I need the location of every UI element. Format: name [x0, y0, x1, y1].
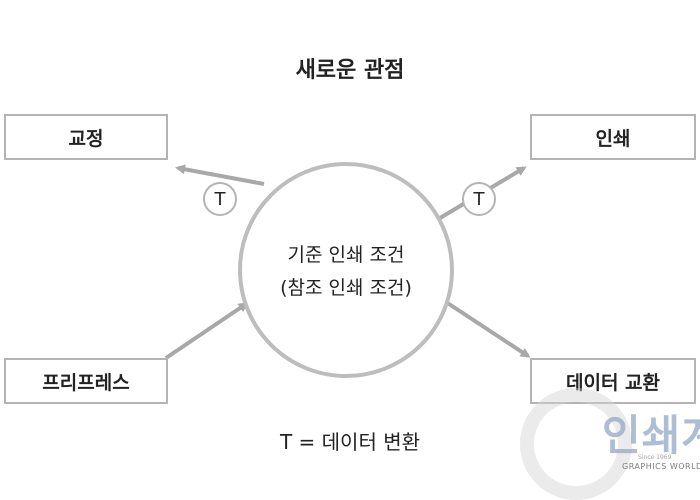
proofing-label: 교정 — [68, 127, 104, 150]
data-exchange-box: 데이터 교환 — [530, 358, 696, 404]
transform-marker-right: T — [462, 182, 496, 216]
legend-text: T = 데이터 변환 — [279, 430, 421, 454]
watermark-since: Since 1969 — [638, 454, 672, 461]
center-label-line2: (참조 인쇄 조건) — [280, 277, 412, 299]
transform-marker-right-label: T — [473, 188, 485, 210]
transform-marker-left: T — [203, 182, 237, 216]
printing-box: 인쇄 — [530, 114, 696, 160]
watermark-subtitle: GRAPHICS WORLD — [622, 462, 700, 471]
proofing-box: 교정 — [4, 114, 168, 160]
diagram-title: 새로운 관점 — [295, 58, 405, 83]
transform-marker-left-label: T — [214, 188, 226, 210]
printing-label: 인쇄 — [595, 127, 631, 150]
center-label-line1: 기준 인쇄 조건 — [287, 244, 405, 266]
reference-condition-circle: 기준 인쇄 조건 (참조 인쇄 조건) — [238, 162, 454, 378]
prepress-label: 프리프레스 — [42, 371, 130, 394]
data-exchange-label: 데이터 교환 — [565, 371, 660, 394]
publisher-watermark: 인쇄계 Since 1969 GRAPHICS WORLD — [520, 380, 700, 500]
arrow-from-prepress — [164, 302, 249, 360]
watermark-logo-text: 인쇄계 — [602, 411, 700, 460]
arrow-to-data-exchange — [444, 300, 531, 358]
arrow-to-proofing — [175, 164, 265, 186]
prepress-box: 프리프레스 — [4, 358, 168, 404]
